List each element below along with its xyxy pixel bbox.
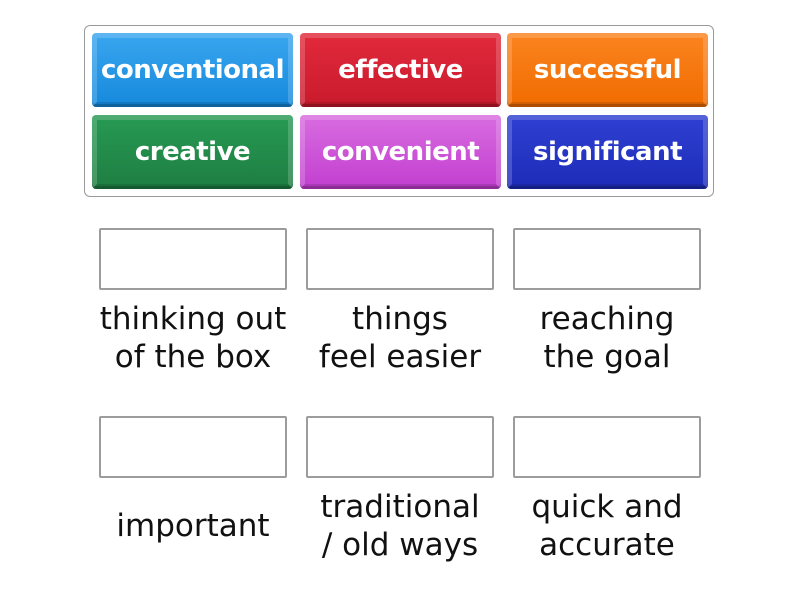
drop-slot-6[interactable] [513, 416, 701, 478]
target-definition: thinking out of the box [99, 301, 287, 375]
drop-slot-2[interactable] [306, 228, 494, 290]
word-tile-significant[interactable]: significant [507, 115, 708, 189]
word-tile-creative[interactable]: creative [92, 115, 293, 189]
tile-label: conventional [100, 55, 285, 85]
tile-label: successful [533, 55, 682, 85]
word-tile-successful[interactable]: successful [507, 33, 708, 107]
target-definition: reaching the goal [539, 301, 675, 375]
word-tile-conventional[interactable]: conventional [92, 33, 293, 107]
target-definition: things feel easier [318, 301, 482, 375]
word-tile-effective[interactable]: effective [300, 33, 501, 107]
target-definition: quick and accurate [531, 489, 683, 563]
drop-slot-1[interactable] [99, 228, 287, 290]
target-definition: important [116, 508, 270, 544]
word-tile-convenient[interactable]: convenient [300, 115, 501, 189]
tile-label: effective [338, 55, 463, 85]
tile-label: significant [532, 137, 683, 167]
tile-label: convenient [321, 137, 480, 167]
tile-label: creative [134, 137, 251, 167]
drop-slot-5[interactable] [306, 416, 494, 478]
drop-slot-4[interactable] [99, 416, 287, 478]
target-definition: traditional / old ways [320, 489, 480, 563]
drop-slot-3[interactable] [513, 228, 701, 290]
